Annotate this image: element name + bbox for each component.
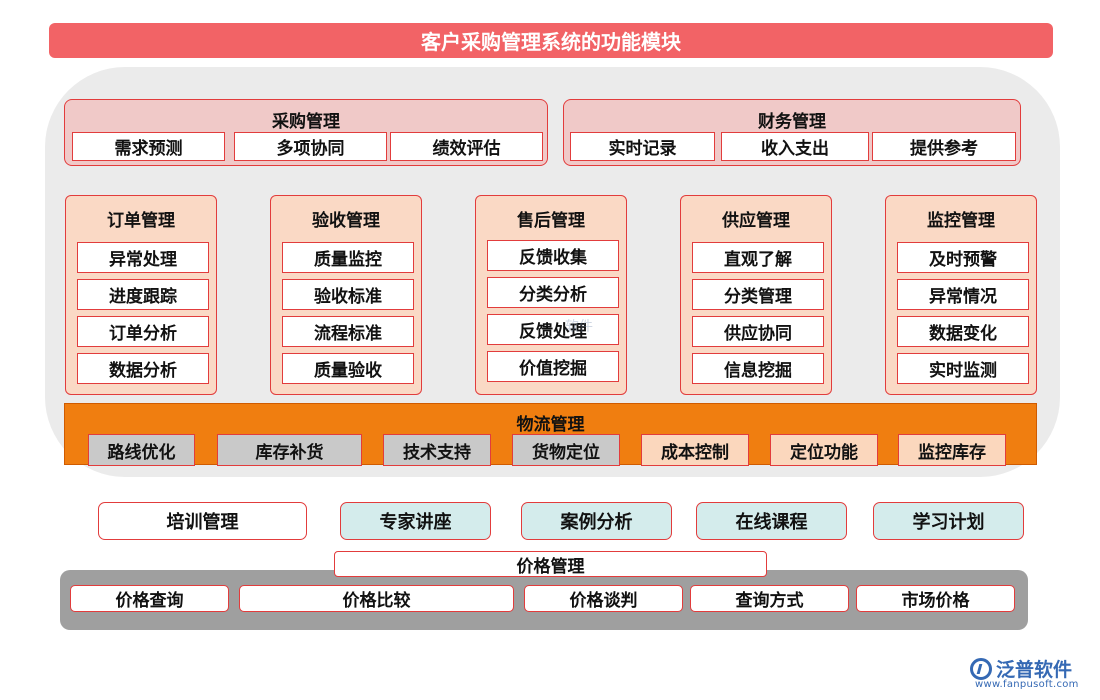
acceptance-item: 验收标准 xyxy=(282,279,414,310)
watermark: 软件 xyxy=(565,316,593,336)
logistics-item: 技术支持 xyxy=(383,434,491,466)
price-item: 市场价格 xyxy=(856,585,1015,612)
monitoring-item: 异常情况 xyxy=(897,279,1029,310)
supply-item: 直观了解 xyxy=(692,242,824,273)
brand-logo: 泛普软件 xyxy=(970,655,1072,682)
finance-item: 提供参考 xyxy=(872,132,1016,161)
training-management: 培训管理 xyxy=(98,502,307,540)
after-sales-item: 价值挖掘 xyxy=(487,351,619,382)
order-management-card: 订单管理 异常处理 进度跟踪 订单分析 数据分析 xyxy=(65,195,217,395)
logistics-item: 库存补货 xyxy=(217,434,362,466)
finance-group: 财务管理 实时记录 收入支出 提供参考 xyxy=(563,99,1021,166)
logistics-item: 成本控制 xyxy=(641,434,749,466)
order-item: 进度跟踪 xyxy=(77,279,209,310)
price-management-title: 价格管理 xyxy=(334,551,767,577)
after-sales-item: 分类分析 xyxy=(487,277,619,308)
monitoring-item: 数据变化 xyxy=(897,316,1029,347)
supply-management-title: 供应管理 xyxy=(722,211,790,231)
procurement-item: 绩效评估 xyxy=(390,132,543,161)
supply-item: 分类管理 xyxy=(692,279,824,310)
after-sales-management-card: 售后管理 反馈收集 分类分析 反馈处理 价值挖掘 xyxy=(475,195,627,395)
price-item: 价格查询 xyxy=(70,585,229,612)
logistics-item: 路线优化 xyxy=(88,434,195,466)
expert-lecture: 专家讲座 xyxy=(340,502,491,540)
brand-url: www.fanpusoft.com xyxy=(975,679,1079,690)
supply-item: 供应协同 xyxy=(692,316,824,347)
procurement-group: 采购管理 需求预测 多项协同 绩效评估 xyxy=(64,99,548,166)
price-item: 价格谈判 xyxy=(524,585,683,612)
acceptance-item: 质量验收 xyxy=(282,353,414,384)
finance-item: 收入支出 xyxy=(721,132,869,161)
finance-title: 财务管理 xyxy=(758,112,826,132)
price-item: 查询方式 xyxy=(690,585,849,612)
procurement-title: 采购管理 xyxy=(272,112,340,132)
after-sales-item: 反馈收集 xyxy=(487,240,619,271)
supply-item: 信息挖掘 xyxy=(692,353,824,384)
finance-item: 实时记录 xyxy=(570,132,715,161)
price-item: 价格比较 xyxy=(239,585,514,612)
acceptance-management-title: 验收管理 xyxy=(312,211,380,231)
online-course: 在线课程 xyxy=(696,502,847,540)
procurement-item: 多项协同 xyxy=(234,132,387,161)
procurement-item: 需求预测 xyxy=(72,132,225,161)
order-item: 订单分析 xyxy=(77,316,209,347)
order-management-title: 订单管理 xyxy=(107,211,175,231)
after-sales-management-title: 售后管理 xyxy=(517,211,585,231)
monitoring-management-title: 监控管理 xyxy=(927,211,995,231)
study-plan: 学习计划 xyxy=(873,502,1024,540)
order-item: 异常处理 xyxy=(77,242,209,273)
acceptance-management-card: 验收管理 质量监控 验收标准 流程标准 质量验收 xyxy=(270,195,422,395)
monitoring-management-card: 监控管理 及时预警 异常情况 数据变化 实时监测 xyxy=(885,195,1037,395)
fanpu-logo-icon xyxy=(970,657,992,680)
after-sales-item: 反馈处理 xyxy=(487,314,619,345)
logistics-title: 物流管理 xyxy=(516,415,585,435)
acceptance-item: 质量监控 xyxy=(282,242,414,273)
page-title: 客户采购管理系统的功能模块 xyxy=(49,23,1053,58)
acceptance-item: 流程标准 xyxy=(282,316,414,347)
logistics-item: 货物定位 xyxy=(512,434,620,466)
order-item: 数据分析 xyxy=(77,353,209,384)
case-analysis: 案例分析 xyxy=(521,502,672,540)
monitoring-item: 及时预警 xyxy=(897,242,1029,273)
watermark-text: 软件 xyxy=(565,319,593,335)
logistics-group: 物流管理 路线优化 库存补货 技术支持 货物定位 成本控制 定位功能 监控库存 xyxy=(64,403,1037,466)
logistics-item: 监控库存 xyxy=(898,434,1006,466)
brand-name: 泛普软件 xyxy=(996,659,1073,681)
monitoring-item: 实时监测 xyxy=(897,353,1029,384)
supply-management-card: 供应管理 直观了解 分类管理 供应协同 信息挖掘 xyxy=(680,195,832,395)
logistics-item: 定位功能 xyxy=(770,434,878,466)
